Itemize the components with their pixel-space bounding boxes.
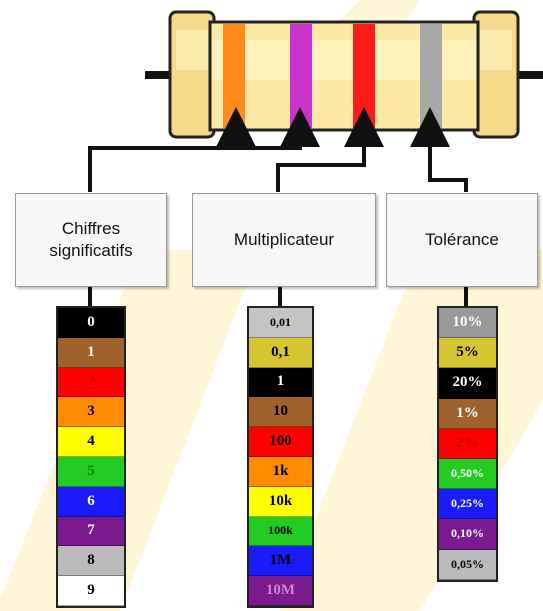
chiffres-cell: 7	[58, 516, 124, 547]
chiffres-cell: 3	[58, 397, 124, 428]
multiplicateur-cell: 10k	[249, 486, 312, 517]
tolerance-cell: 0,10%	[439, 519, 496, 550]
resistor-bands	[223, 24, 442, 128]
multiplicateur-cell: 1M	[249, 546, 312, 577]
multiplicateur-cell: 100k	[249, 516, 312, 547]
tolerance-cell: 5%	[439, 338, 496, 369]
band-second-digit	[290, 24, 312, 128]
chiffres-cell: 2	[58, 367, 124, 398]
multiplicateur-cell: 10	[249, 397, 312, 428]
multiplicateur-cell: 10M	[249, 576, 312, 606]
multiplicateur-cell: 1k	[249, 457, 312, 487]
chiffres-cell: 0	[58, 308, 124, 338]
box-multiplicateur: Multiplicateur	[192, 193, 376, 287]
tolerance-cell: 20%	[439, 368, 496, 399]
multiplicateur-label: Multiplicateur	[233, 230, 335, 249]
tolerance-cell: 2%	[439, 428, 496, 459]
chiffres-label-line1: Chiffres	[61, 219, 121, 238]
multiplicateur-cell: 100	[249, 427, 312, 457]
connector-tolerance	[410, 107, 468, 192]
chiffres-cell: 1	[58, 337, 124, 368]
box-chiffres-significatifs: Chiffres significatifs	[15, 193, 167, 287]
multiplicateur-cell: 0,1	[249, 337, 312, 368]
chiffres-label-line2: significatifs	[49, 241, 133, 260]
connector-digits-2	[236, 107, 320, 150]
multiplicateur-cell: 1	[249, 367, 312, 398]
resistor-lead-left	[145, 71, 175, 79]
chiffres-cell: 9	[58, 576, 124, 606]
box-tolerance: Tolérance	[386, 193, 538, 287]
resistor-lead-right	[515, 71, 543, 79]
tolerance-cell: 10%	[439, 308, 496, 339]
connector-multiplier	[276, 107, 384, 192]
chiffres-cell: 4	[58, 427, 124, 457]
chiffres-cell: 6	[58, 486, 124, 517]
band-tolerance	[420, 24, 442, 128]
tolerance-cell: 0,05%	[439, 549, 496, 580]
multiplicateur-cell: 0,01	[249, 308, 312, 338]
band-first-digit	[223, 24, 245, 128]
tolerance-cell: 0,50%	[439, 459, 496, 490]
tolerance-label: Tolérance	[425, 230, 499, 249]
band-multiplier	[353, 24, 375, 128]
tolerance-color-column: 10%5%20%1%2%0,50%0,25%0,10%0,05%	[437, 306, 498, 582]
chiffres-cell: 5	[58, 457, 124, 487]
tolerance-cell: 0,25%	[439, 489, 496, 520]
chiffres-cell: 8	[58, 546, 124, 577]
tolerance-cell: 1%	[439, 398, 496, 429]
connector-digits	[88, 107, 256, 192]
